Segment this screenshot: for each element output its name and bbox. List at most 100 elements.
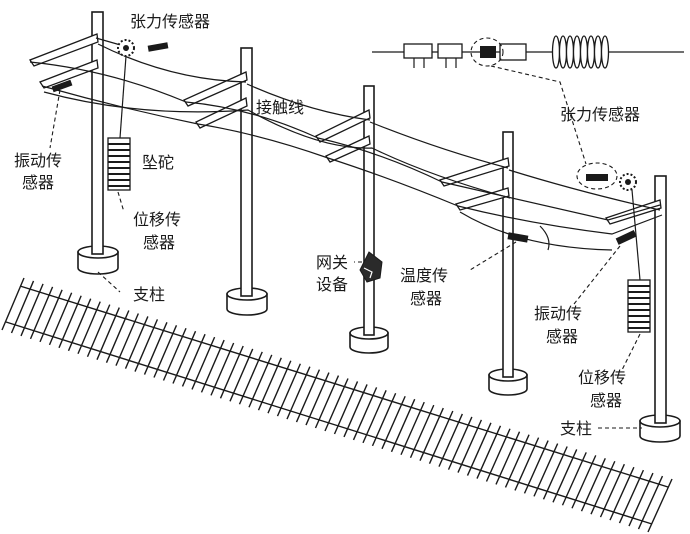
- track-sleeper: [514, 437, 540, 491]
- track-sleeper: [48, 292, 73, 346]
- track-sleeper: [229, 348, 254, 402]
- track-sleeper: [276, 363, 301, 417]
- track-sleeper: [628, 472, 654, 527]
- cantilever-3-lower: [325, 135, 371, 163]
- track-sleeper: [20, 283, 44, 337]
- leader-pole-left: [97, 271, 121, 293]
- track-sleeper: [286, 366, 311, 420]
- track-sleeper: [561, 452, 587, 506]
- counterweight-right: [627, 189, 651, 333]
- support-pole-4: [502, 131, 514, 378]
- track-sleeper: [219, 345, 244, 399]
- label-tension-sensor-right: 张力传感器: [560, 105, 640, 124]
- tension-pulley-right: [619, 173, 637, 191]
- insulator-disc: [551, 35, 561, 69]
- leader-vibration-right: [573, 245, 621, 305]
- label-displacement-sensor-left-2: 感器: [143, 233, 175, 252]
- cantilever-2-upper: [183, 71, 248, 107]
- track-sleeper: [533, 443, 559, 497]
- track-sleeper: [257, 357, 282, 411]
- track-sleeper: [343, 384, 368, 438]
- track-sleeper: [77, 301, 101, 355]
- track-sleeper: [409, 404, 435, 459]
- track-sleeper: [248, 354, 273, 408]
- insulator-disc: [586, 35, 596, 69]
- track-sleeper: [362, 390, 387, 444]
- railway-track: [1, 277, 673, 533]
- label-gateway-1: 网关: [316, 253, 348, 272]
- track-sleeper: [295, 369, 321, 423]
- tension-sensor-right: [586, 174, 608, 181]
- insulator-disc: [565, 35, 575, 69]
- label-displacement-sensor-left-1: 位移传: [133, 210, 181, 229]
- track-sleeper: [172, 330, 197, 384]
- dropper-hook: [539, 225, 550, 251]
- lower-span-wire: [43, 91, 511, 199]
- track-sleeper: [333, 381, 359, 435]
- track-sleeper: [447, 416, 473, 470]
- leader-lines: [49, 65, 642, 429]
- inset-connector: [499, 43, 527, 61]
- tension-sensor-detail-inset: [372, 35, 684, 69]
- messenger-wire: [29, 61, 661, 221]
- track-sleeper: [200, 339, 225, 393]
- track-sleeper: [1, 277, 25, 331]
- track-sleeper: [324, 378, 349, 432]
- leader-displacement-left: [117, 191, 125, 213]
- label-vibration-sensor-left-2: 感器: [22, 173, 54, 192]
- label-displacement-sensor-right-2: 感器: [590, 391, 622, 410]
- track-sleeper: [115, 313, 139, 366]
- label-vibration-sensor-right-1: 振动传: [534, 304, 582, 323]
- catenary-wires: [29, 37, 663, 251]
- span-wire-4: [508, 169, 661, 211]
- label-gateway-2: 设备: [316, 275, 348, 294]
- pole-base-5: [639, 414, 681, 443]
- support-poles: [91, 11, 667, 424]
- track-sleeper: [210, 342, 235, 396]
- label-support-pole-right: 支柱: [560, 419, 592, 438]
- insulator-disc: [600, 35, 610, 69]
- dropper-wire: [459, 211, 613, 251]
- label-contact-wire: 接触线: [256, 98, 304, 117]
- track-sleeper: [124, 316, 149, 369]
- track-sleeper: [29, 286, 54, 340]
- inset-clamp-right: [437, 43, 463, 59]
- track-sleeper: [552, 449, 578, 503]
- contact-wire: [41, 85, 663, 235]
- vibration-sensor-right: [615, 230, 637, 245]
- track-sleeper: [580, 458, 606, 512]
- leader-inset-to-sensor: [490, 65, 587, 165]
- support-pole-2: [240, 47, 253, 297]
- vibration-sensor-left: [51, 79, 73, 93]
- track-sleeper: [96, 307, 120, 360]
- inset-clamp-left: [403, 43, 433, 59]
- track-sleeper: [523, 440, 549, 494]
- label-displacement-sensor-right-1: 位移传: [578, 368, 626, 387]
- insulator-disc: [572, 35, 582, 69]
- label-vibration-sensor-left-1: 振动传: [14, 151, 62, 170]
- label-temperature-sensor-1: 温度传: [400, 266, 448, 285]
- track-sleeper: [105, 310, 130, 363]
- track-sleeper: [466, 422, 492, 476]
- pole-bases: [77, 245, 681, 443]
- track-sleeper: [314, 375, 340, 429]
- track-sleeper: [39, 289, 63, 343]
- temperature-sensor: [507, 232, 529, 243]
- track-sleeper: [609, 466, 635, 521]
- insulator-disc: [593, 35, 603, 69]
- track-sleeper: [181, 333, 206, 387]
- label-support-pole-left: 支柱: [133, 285, 165, 304]
- track-sleeper: [58, 295, 82, 349]
- track-sleeper: [485, 428, 511, 482]
- inset-highlight-circle: [470, 37, 504, 67]
- support-pole-1: [91, 11, 104, 255]
- leader-temperature: [469, 241, 517, 271]
- track-sleeper: [571, 455, 597, 509]
- track-sleeper: [143, 322, 168, 375]
- cantilever-1-upper: [29, 33, 99, 67]
- label-vibration-sensor-right-2: 感器: [546, 327, 578, 346]
- support-pole-3: [363, 85, 375, 336]
- label-temperature-sensor-2: 感器: [410, 289, 442, 308]
- track-sleeper: [10, 280, 35, 334]
